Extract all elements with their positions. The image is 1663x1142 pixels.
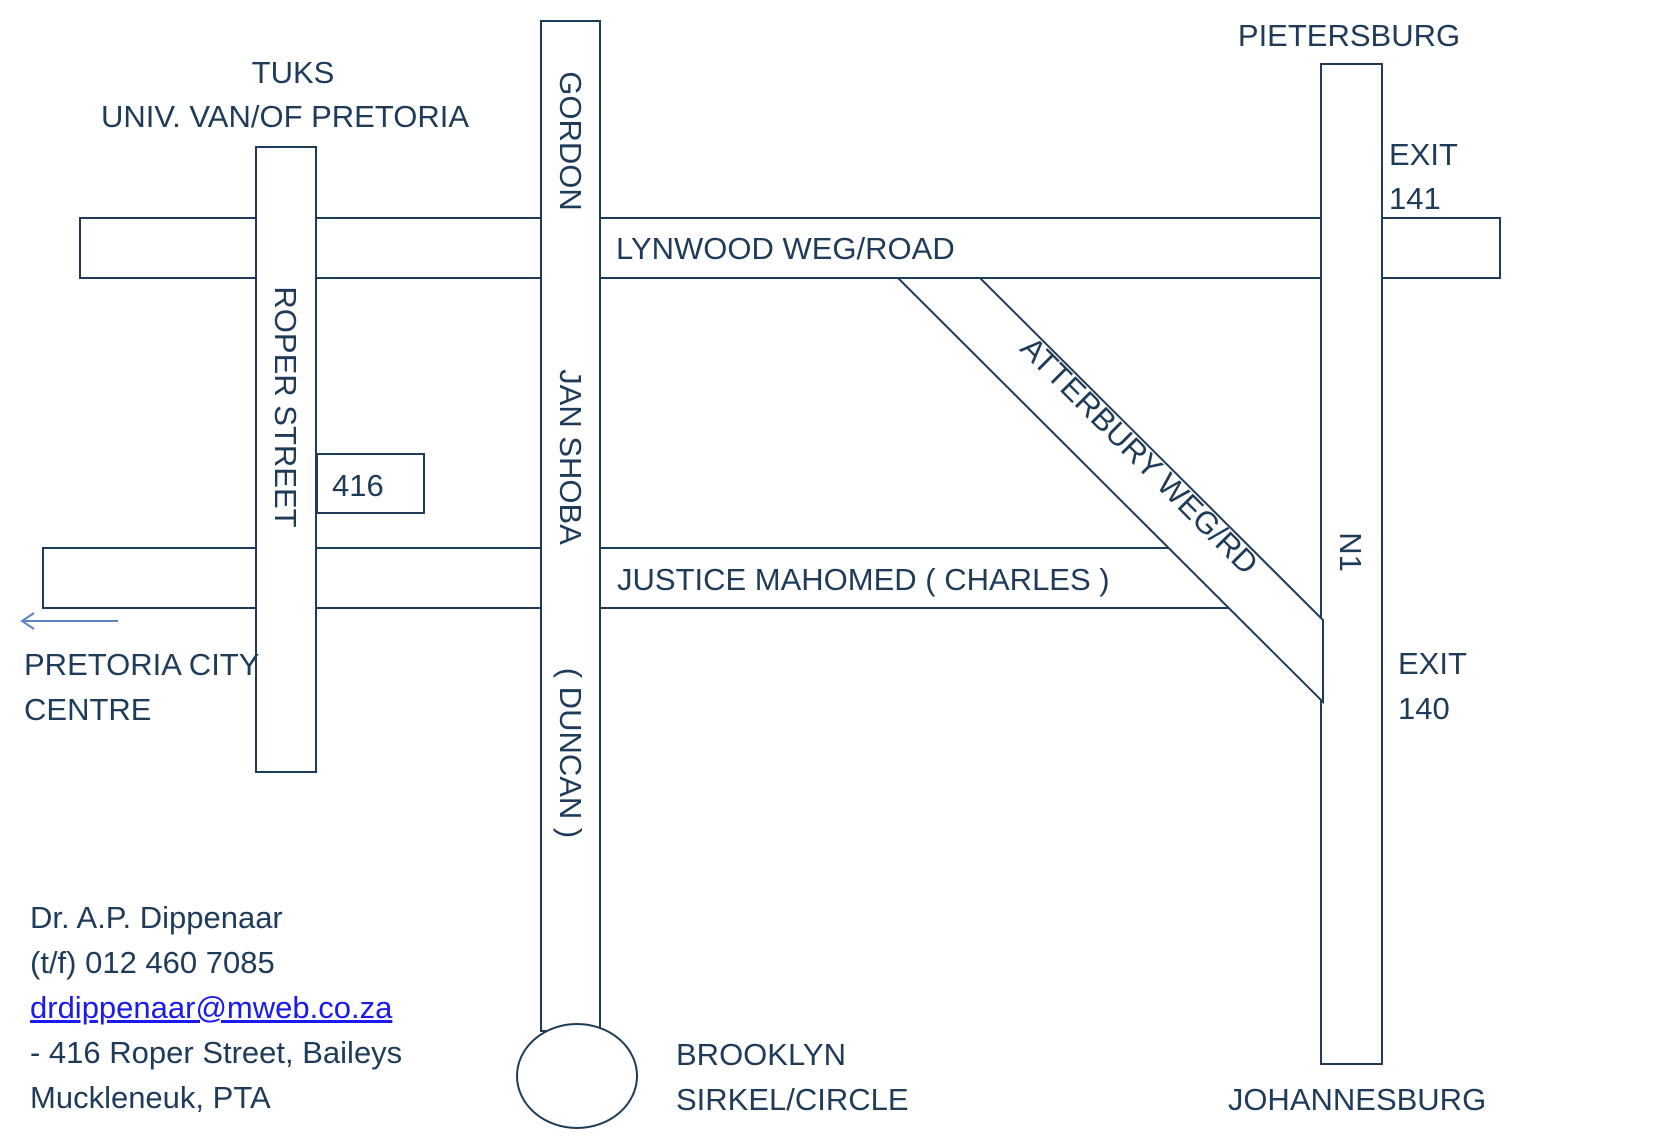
city-centre-label-1: PRETORIA CITY [24, 647, 259, 682]
johannesburg-label: JOHANNESBURG [1228, 1082, 1486, 1117]
brooklyn-label-2: SIRKEL/CIRCLE [676, 1082, 909, 1117]
gordon-road-label: GORDON [553, 71, 588, 211]
brooklyn-label-1: BROOKLYN [676, 1037, 846, 1072]
university-label: UNIV. VAN/OF PRETORIA [101, 99, 469, 134]
contact-address-line-1: - 416 Roper Street, Baileys [30, 1035, 403, 1070]
exit-141-label-1: EXIT [1389, 137, 1458, 172]
marker-416-box [316, 453, 425, 514]
contact-phone: (t/f) 012 460 7085 [30, 945, 275, 980]
atterbury-road [895, 277, 1324, 705]
exit-140-label-2: 140 [1398, 691, 1450, 726]
gordon-jan-shoba-road [540, 20, 601, 1032]
n1-highway [1320, 63, 1383, 1065]
roper-street [255, 146, 317, 773]
n1-label: N1 [1333, 532, 1368, 572]
lynwood-road-label: LYNWOOD WEG/ROAD [616, 231, 955, 266]
roper-street-label: ROPER STREET [268, 286, 303, 527]
arrow-left-icon [20, 612, 118, 630]
brooklyn-circle [516, 1023, 638, 1129]
jan-shoba-road-label: JAN SHOBA [553, 369, 588, 545]
tuks-label: TUKS [252, 55, 335, 90]
city-centre-label-2: CENTRE [24, 692, 151, 727]
exit-141-label-2: 141 [1389, 181, 1441, 216]
justice-mahomed-road-label: JUSTICE MAHOMED ( CHARLES ) [617, 562, 1110, 597]
contact-block: Dr. A.P. Dippenaar (t/f) 012 460 7085 dr… [30, 895, 402, 1120]
contact-email-link[interactable]: drdippenaar@mweb.co.za [30, 990, 393, 1025]
marker-416-label: 416 [332, 468, 384, 503]
duncan-road-label: ( DUNCAN ) [553, 668, 588, 839]
justice-mahomed-road [42, 547, 1244, 609]
contact-address-line-2: Muckleneuk, PTA [30, 1080, 271, 1115]
contact-name: Dr. A.P. Dippenaar [30, 900, 283, 935]
atterbury-road-label: ATTERBURY WEG/RD [1014, 330, 1265, 581]
exit-140-label-1: EXIT [1398, 646, 1467, 681]
pietersburg-label: PIETERSBURG [1238, 18, 1460, 53]
